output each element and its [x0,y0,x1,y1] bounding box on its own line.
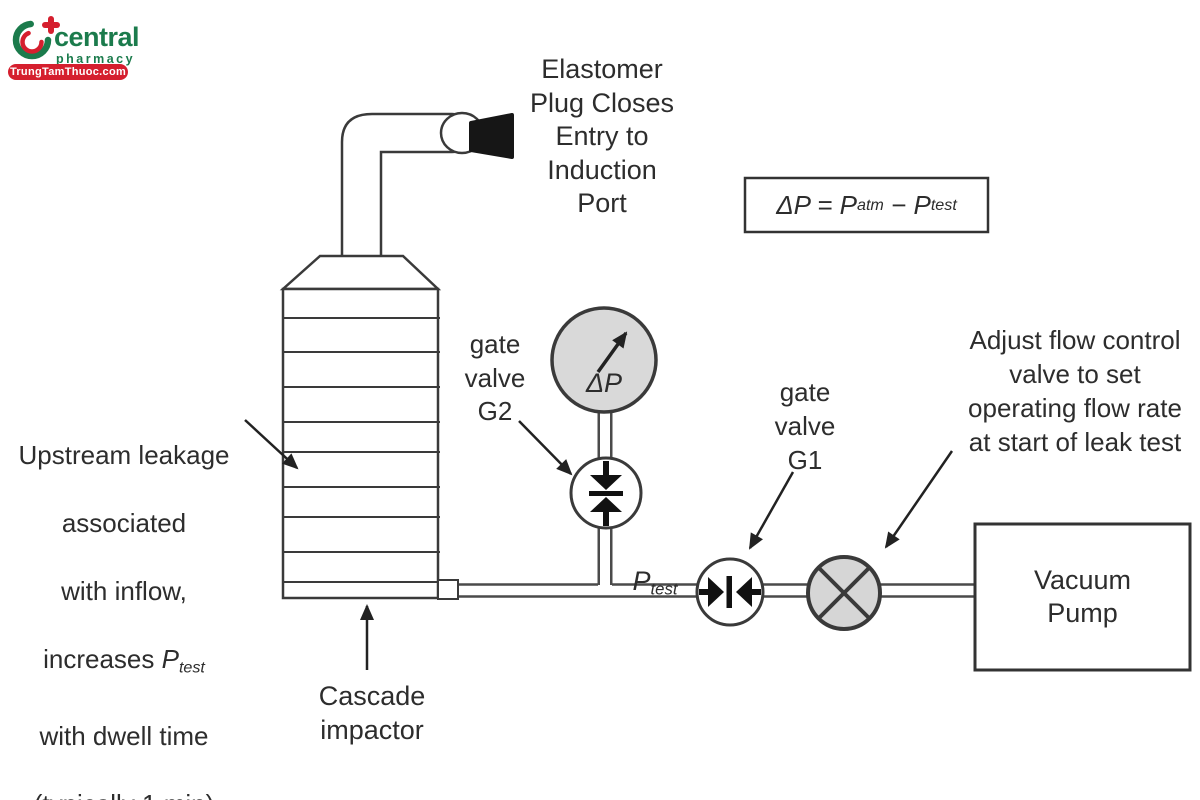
label-cascade-impactor: Cascade impactor [318,681,426,745]
formula-box-border [743,176,990,234]
impactor-inlet-cone [279,254,442,291]
logo-brand-text: central [54,22,140,52]
upstream-line3: with inflow, [61,576,187,606]
formula-sub-test: test [930,195,957,214]
vacuum-pump-box [973,522,1192,672]
impactor-outlet-connector [437,579,459,600]
arrow-adjust-to-valve [884,450,954,549]
cascade-impactor-stack [281,287,440,600]
logo-c-mark [12,16,60,60]
gate-valve-g2-symbol [569,456,643,530]
upstream-line2: associated [61,508,187,538]
leader-arrows [244,419,954,670]
upstream-line4: increases Ptest [0,642,248,685]
pharmacy-logo: central pharmacy TrungTamThuoc.com [8,12,158,84]
formula-mid: − P [883,189,931,220]
logo-badge: TrungTamThuoc.com [8,64,128,80]
label-gate-valve-g2: gate valve G2 [464,329,526,426]
formula-sub-atm: atm [856,195,884,214]
gauge-delta-p-label: ΔP [585,368,623,398]
vacuum-pipe [452,412,975,598]
formula-lhs: ΔP = P [776,189,857,220]
upstream-line6: (typically 1 min) [0,787,248,800]
label-gate-valve-g1: gate valve G1 [774,377,836,475]
flow-control-valve-symbol [806,555,882,631]
upstream-line4-pre: increases [43,644,162,674]
upstream-line4-sub: test [178,658,205,677]
p-test-label: Ptest [600,535,710,600]
delta-p-gauge [550,306,658,414]
arrow-g2-label-to-valve [518,420,573,476]
gate-valve-g1-symbol [695,557,765,627]
arrow-upstream-to-stack [244,419,299,470]
note-elastomer-plug: Elastomer Plug Closes Entry to Induction… [529,54,675,218]
label-vacuum-pump: Vacuum Pump [1033,564,1132,629]
p-test-sub: test [650,579,678,599]
logo-plus-icon [42,16,60,34]
note-upstream-leakage: Upstream leakage associated with inflow,… [0,404,248,800]
p-test-var: P [632,566,651,596]
gauge-needle [596,331,628,374]
logo-tagline-text: pharmacy [56,52,136,66]
upstream-line1: Upstream leakage [18,440,230,470]
arrow-g1-label-to-valve [748,471,795,550]
upstream-line4-var: P [161,644,179,674]
upstream-line5: with dwell time [39,720,209,751]
elastomer-plug [469,113,514,159]
note-adjust-flow-control: Adjust flow control valve to set operati… [968,325,1182,457]
